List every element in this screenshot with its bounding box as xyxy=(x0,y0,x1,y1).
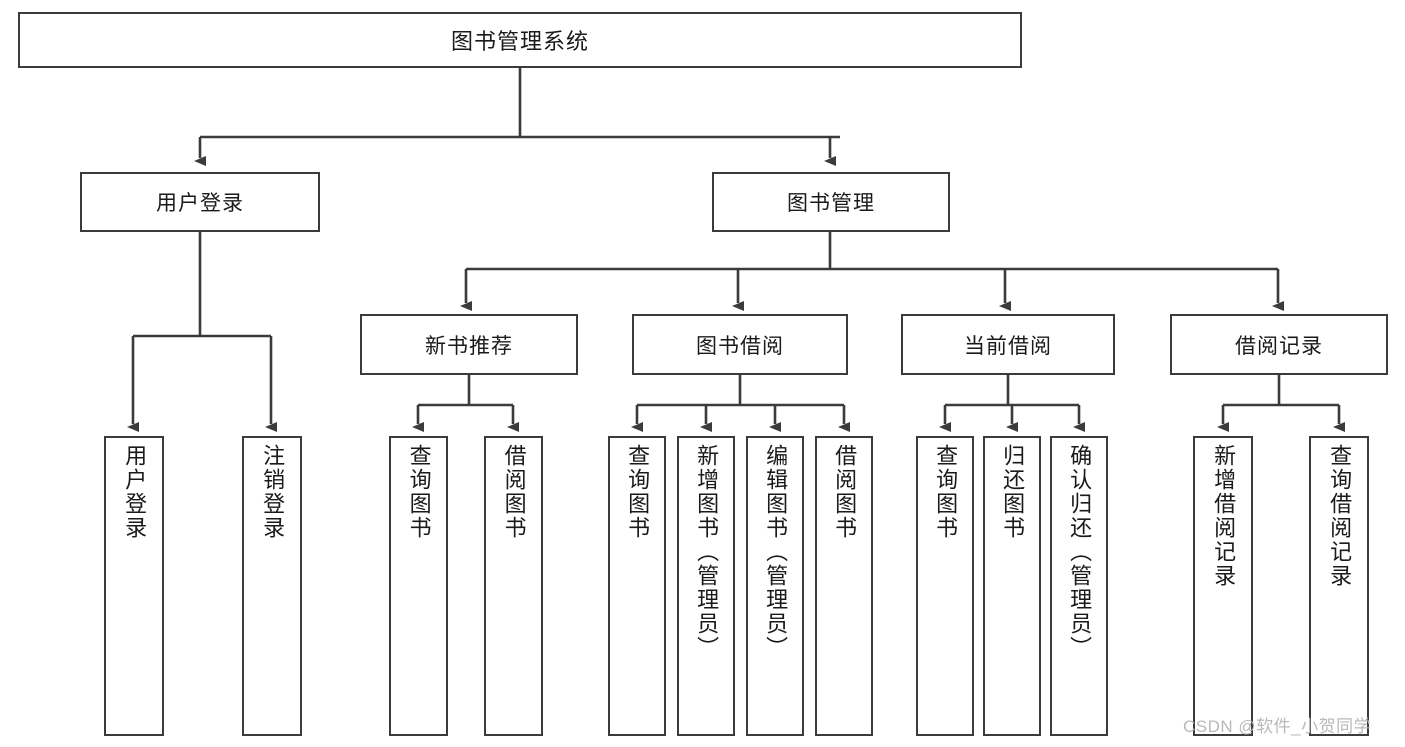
node-label: 新增借阅记录 xyxy=(1211,444,1237,588)
node-label: 确认归还（管理员） xyxy=(1067,444,1093,660)
node-label: 图书管理 xyxy=(787,192,875,215)
node-label: 查询图书 xyxy=(625,444,651,540)
node-label: 当前借阅 xyxy=(964,334,1052,358)
node-label: 新书推荐 xyxy=(425,334,513,358)
leaf-query-book-recommend[interactable]: 查询图书 xyxy=(389,436,448,736)
leaf-confirm-return-admin[interactable]: 确认归还（管理员） xyxy=(1050,436,1108,736)
node-label: 图书借阅 xyxy=(696,334,784,358)
node-root-system[interactable]: 图书管理系统 xyxy=(18,12,1022,68)
node-label: 借阅记录 xyxy=(1235,334,1323,358)
node-new-book-recommend[interactable]: 新书推荐 xyxy=(360,314,578,375)
node-label: 编辑图书（管理员） xyxy=(763,444,789,660)
node-label: 借阅图书 xyxy=(832,444,858,540)
leaf-borrow-book[interactable]: 借阅图书 xyxy=(815,436,873,736)
watermark-text: CSDN @软件_小贺同学 xyxy=(1183,717,1372,736)
leaf-borrow-book-recommend[interactable]: 借阅图书 xyxy=(484,436,543,736)
node-label: 查询图书 xyxy=(933,444,959,540)
node-label: 查询借阅记录 xyxy=(1327,444,1353,588)
node-label: 借阅图书 xyxy=(501,444,527,540)
leaf-query-borrow-record[interactable]: 查询借阅记录 xyxy=(1309,436,1369,736)
leaf-query-book-borrow[interactable]: 查询图书 xyxy=(608,436,666,736)
node-label: 查询图书 xyxy=(406,444,432,540)
node-label: 用户登录 xyxy=(122,444,148,540)
node-user-login[interactable]: 用户登录 xyxy=(80,172,320,232)
leaf-add-borrow-record[interactable]: 新增借阅记录 xyxy=(1193,436,1253,736)
leaf-add-book-admin[interactable]: 新增图书（管理员） xyxy=(677,436,735,736)
leaf-user-login[interactable]: 用户登录 xyxy=(104,436,164,736)
node-current-borrow[interactable]: 当前借阅 xyxy=(901,314,1115,375)
node-label: 注销登录 xyxy=(260,444,286,540)
node-label: 用户登录 xyxy=(156,192,244,215)
leaf-query-book-current[interactable]: 查询图书 xyxy=(916,436,974,736)
node-book-management[interactable]: 图书管理 xyxy=(712,172,950,232)
node-book-borrow[interactable]: 图书借阅 xyxy=(632,314,848,375)
node-borrow-record[interactable]: 借阅记录 xyxy=(1170,314,1388,375)
node-label: 图书管理系统 xyxy=(450,29,589,54)
node-label: 归还图书 xyxy=(1000,444,1026,540)
node-label: 新增图书（管理员） xyxy=(694,444,720,660)
leaf-edit-book-admin[interactable]: 编辑图书（管理员） xyxy=(746,436,804,736)
leaf-logout[interactable]: 注销登录 xyxy=(242,436,302,736)
leaf-return-book[interactable]: 归还图书 xyxy=(983,436,1041,736)
